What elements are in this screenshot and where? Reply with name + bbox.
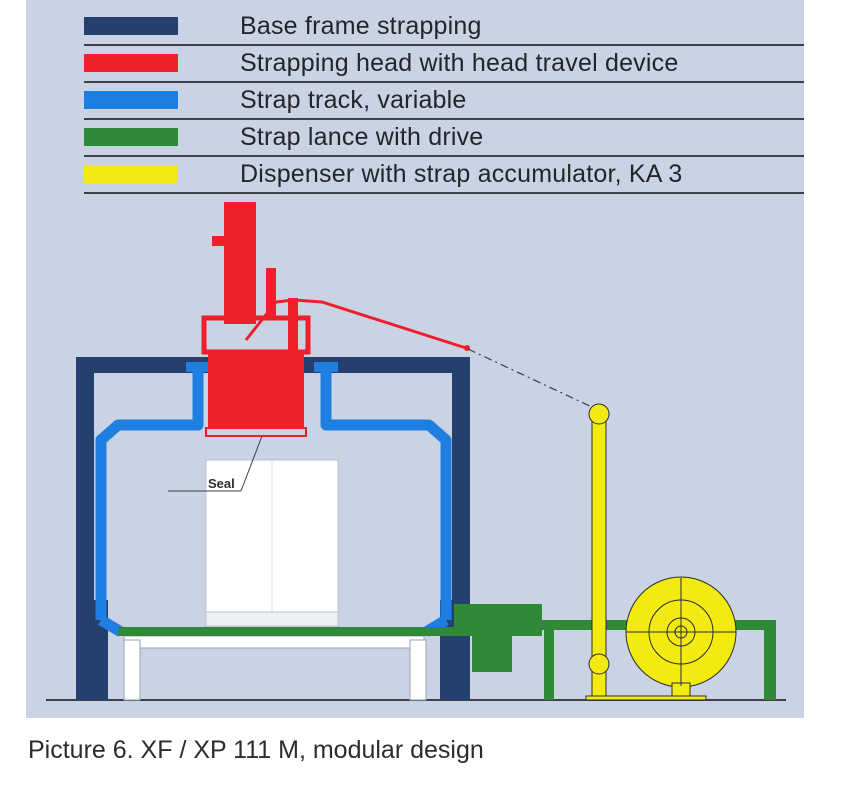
figure-caption: Picture 6. XF / XP 111 M, modular design	[28, 736, 484, 764]
pallet-support-beam	[123, 635, 425, 649]
legend-label-dispenser: Dispenser with strap accumulator, KA 3	[240, 160, 683, 188]
legend-item-dispenser: Dispenser with strap accumulator, KA 3	[26, 156, 804, 194]
legend-swatch-dispenser	[84, 165, 178, 183]
strapping-head-column	[224, 202, 256, 324]
load	[205, 459, 339, 627]
pallet-support-leg-left	[123, 639, 141, 701]
strapping-head-arm	[244, 298, 467, 350]
strapping-head-bracket	[212, 236, 226, 246]
legend-item-strap-lance: Strap lance with drive	[26, 119, 804, 157]
strap-path	[467, 348, 595, 409]
strap-lance-drive	[454, 604, 542, 636]
pallet-support	[123, 635, 427, 701]
strapping-head-body	[208, 350, 304, 428]
legend-label-base-frame: Base frame strapping	[240, 12, 482, 40]
legend-divider	[84, 192, 804, 194]
legend-swatch-strap-track	[84, 91, 178, 109]
pallet	[205, 611, 339, 627]
dispenser-base	[585, 695, 707, 701]
dispenser	[585, 403, 737, 701]
seal-callout: Seal	[168, 435, 263, 492]
diagram-panel: Base frame strapping Strapping head with…	[26, 0, 804, 718]
legend-divider	[84, 118, 804, 120]
strapping-head-base	[205, 427, 307, 437]
strap-lance-leg-left	[544, 630, 554, 700]
strapping-head	[201, 202, 470, 437]
strapping-head-guide	[266, 268, 276, 320]
legend-divider	[84, 155, 804, 157]
strap-track-corner-left	[98, 615, 124, 637]
legend-item-base-frame: Base frame strapping	[26, 8, 804, 46]
legend-label-strap-track: Strap track, variable	[240, 86, 467, 114]
strap-track-right	[320, 372, 452, 620]
accumulator-upper-pulley	[588, 403, 610, 425]
strap-lance-motor	[472, 636, 512, 672]
strap-lance-rail	[118, 627, 458, 636]
seal-label: Seal	[208, 476, 235, 491]
machine-drawing: Seal	[46, 202, 786, 701]
legend-item-strapping-head: Strapping head with head travel device	[26, 45, 804, 83]
legend-divider	[84, 44, 804, 46]
strapping-head-travel-frame	[201, 315, 311, 355]
strap-track-left-cap	[186, 362, 210, 372]
accumulator-lower-pulley	[588, 653, 610, 675]
legend-item-strap-track: Strap track, variable	[26, 82, 804, 120]
legend-swatch-strapping-head	[84, 54, 178, 72]
pallet-support-leg-right	[409, 639, 427, 701]
legend-label-strapping-head: Strapping head with head travel device	[240, 49, 679, 77]
legend-swatch-strap-lance	[84, 128, 178, 146]
legend-swatch-base-frame	[84, 17, 178, 35]
strap-track-left	[95, 372, 204, 620]
strap-lance-leg-right	[764, 620, 776, 700]
seal-leader-diagonal	[240, 435, 263, 492]
strapping-head-guide	[288, 298, 298, 352]
strap-track-right-cap	[314, 362, 338, 372]
legend-divider	[84, 81, 804, 83]
legend-label-strap-lance: Strap lance with drive	[240, 123, 484, 151]
